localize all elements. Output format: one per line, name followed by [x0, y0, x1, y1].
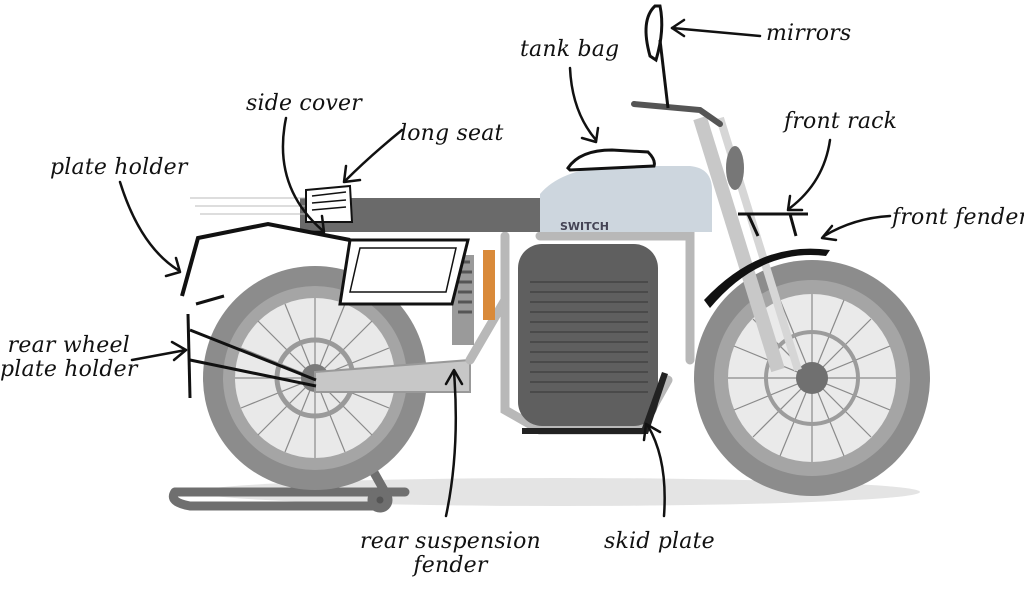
tank-bag-shape: [566, 148, 656, 172]
seat: [300, 184, 540, 232]
label-long-seat: long seat: [400, 121, 504, 146]
fuel-tank: SWITCH: [540, 166, 712, 233]
label-skid-plate: skid plate: [604, 529, 715, 554]
rear-wheel-plate-holder-shape: [186, 294, 317, 399]
side-cover-shape: [338, 238, 470, 306]
label-tank-bag: tank bag: [520, 37, 620, 62]
label-front-fender: front fender: [892, 205, 1024, 230]
mirror-shape: [644, 4, 670, 109]
label-front-rack: front rack: [784, 109, 898, 134]
label-side-cover: side cover: [246, 91, 362, 116]
headlight: [726, 146, 744, 190]
front-wheel: [694, 260, 930, 496]
handlebar: [631, 101, 723, 127]
front-rack-shape: [738, 212, 808, 237]
label-rear-suspension-fender: rear suspension fender: [360, 529, 541, 578]
label-plate-holder: plate holder: [50, 155, 188, 180]
battery-pack: [518, 244, 658, 426]
label-mirrors: mirrors: [766, 21, 852, 46]
motion-lines: [190, 197, 305, 215]
brand-badge: SWITCH: [560, 220, 609, 233]
front-fender-shape: [704, 248, 830, 308]
annotation-arrows: [118, 18, 892, 518]
label-rear-wheel-plate-holder: rear wheel plate holder: [0, 333, 138, 382]
